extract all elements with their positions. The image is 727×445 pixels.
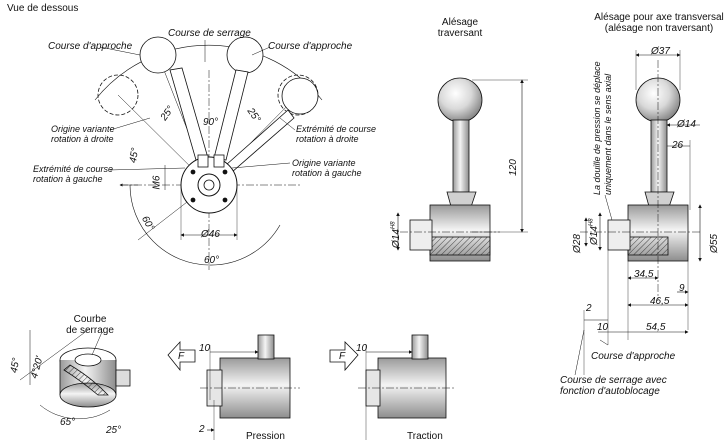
pression-label: Pression: [246, 431, 285, 442]
transverse-title-line2: (alésage non traversant): [604, 23, 714, 34]
transverse-dim-d28: Ø28: [571, 234, 583, 253]
transverse-dim-34-5: 34,5: [634, 269, 654, 280]
label-origine-gauche-1: Origine variante: [292, 158, 356, 168]
transverse-serrage-line1: Course de serrage avec: [560, 375, 667, 386]
label-extremite-droite-1: Extrémité de course: [296, 124, 377, 134]
transverse-title-line1: Alésage pour axe transversal: [594, 12, 724, 23]
transverse-dim-54-5: 54,5: [646, 322, 666, 333]
bottom-view-drawing: [94, 36, 323, 270]
label-course-serrage: Course de serrage: [168, 28, 251, 39]
alesage-dim-bore: Ø14H8: [390, 221, 402, 248]
label-extremite-droite-2: rotation à droite: [296, 134, 359, 144]
label-extremite-gauche-2: rotation à gauche: [33, 174, 103, 184]
transverse-dim-2: 2: [586, 303, 592, 314]
transverse-dim-46-5: 46,5: [650, 296, 670, 307]
traction-dim-10: 10: [356, 343, 368, 354]
traction-force: F: [339, 351, 346, 362]
label-origine-gauche-2: rotation à gauche: [292, 168, 362, 178]
transverse-course-approche: Course d'approche: [591, 351, 676, 362]
traction-drawing: [329, 334, 456, 440]
pressure-drawing: [167, 334, 300, 440]
transverse-dim-10: 10: [597, 322, 609, 333]
label-course-approche-left: Course d'approche: [48, 41, 133, 52]
label-course-approche-right: Course d'approche: [268, 41, 353, 52]
transverse-serrage-line2: fonction d'autoblocage: [560, 386, 660, 397]
transverse-dim-9: 9: [679, 283, 685, 294]
clamping-curve-drawing: [19, 329, 131, 420]
label-extremite-gauche-1: Extrémité de course: [33, 164, 114, 174]
transverse-dim-d55: Ø55: [708, 234, 720, 253]
label-origine-droite-1: Origine variante: [51, 124, 115, 134]
dim-60-bottom: 60°: [204, 255, 220, 266]
courbe-title-line2: de serrage: [66, 325, 114, 336]
courbe-dim-25: 25°: [106, 425, 122, 436]
pression-force: F: [178, 351, 185, 362]
through-bore-drawing: [396, 77, 528, 262]
traction-label: Traction: [407, 431, 443, 442]
alesage-dim-120: 120: [507, 159, 519, 176]
courbe-dim-65: 65°: [60, 417, 76, 428]
transverse-bore-drawing: [574, 50, 702, 376]
view-bottom-title: Vue de dessous: [7, 3, 79, 14]
transverse-dim-d14: Ø14: [677, 119, 696, 130]
courbe-title-line1: Courbe: [73, 314, 107, 325]
transverse-note-line1: La douille de pression se déplace: [592, 61, 602, 195]
alesage-title-line1: Alésage: [441, 17, 479, 28]
pression-dim-2: 2: [199, 424, 205, 435]
alesage-title-line2: traversant: [437, 28, 483, 39]
dim-m6: M6: [151, 175, 163, 190]
transverse-dim-d37: Ø37: [651, 46, 670, 57]
dim-d46: Ø46: [201, 229, 220, 240]
dim-90: 90°: [203, 117, 219, 128]
pression-dim-10: 10: [199, 343, 211, 354]
transverse-dim-26: 26: [672, 140, 684, 151]
transverse-dim-d14h8: Ø14H8: [588, 218, 600, 245]
label-origine-droite-2: rotation à droite: [51, 134, 114, 144]
transverse-note-line2: uniquement dans le sens axial: [603, 73, 613, 195]
